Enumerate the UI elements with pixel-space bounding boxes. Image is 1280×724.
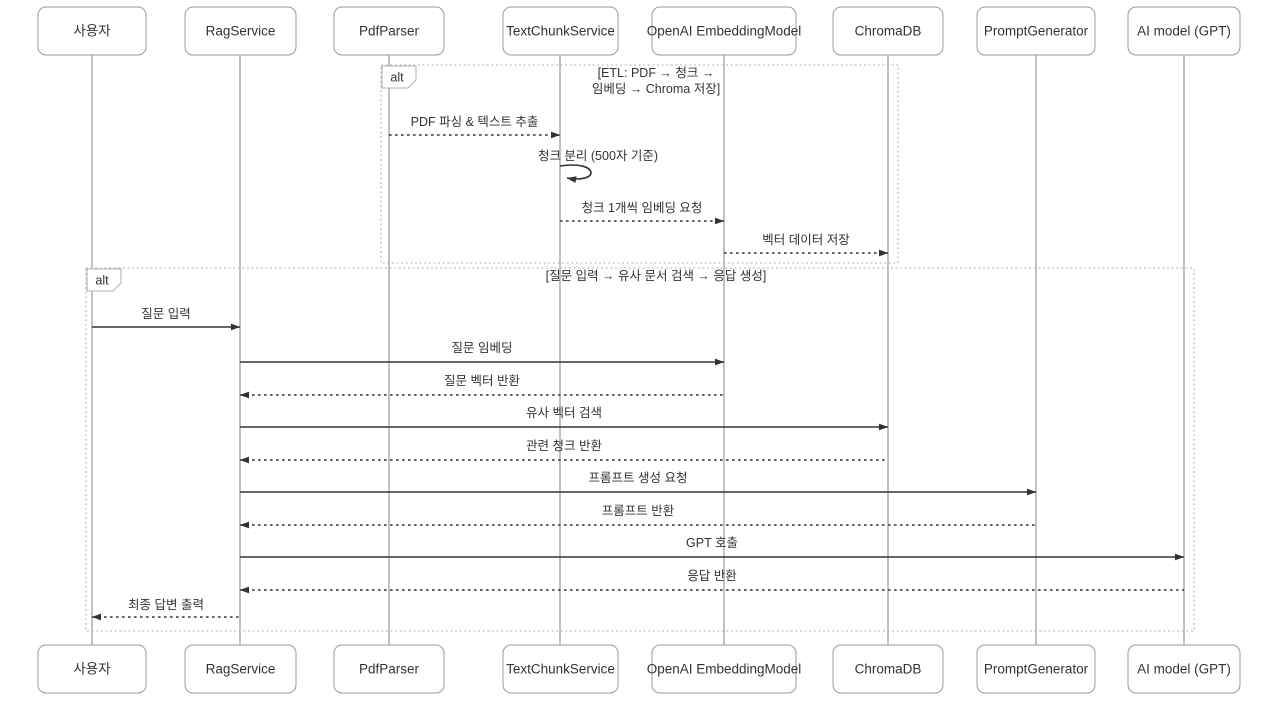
alt-frame-tag-label: alt: [95, 274, 109, 288]
participant-label-rag-top: RagService: [206, 24, 276, 39]
participant-box-pdf-top[interactable]: [333, 6, 445, 56]
participant-label-chroma-bottom: ChromaDB: [855, 662, 922, 677]
participant-box-rag-top[interactable]: [184, 6, 297, 56]
participant-box-chroma-top[interactable]: [832, 6, 944, 56]
participant-label-pdf-top: PdfParser: [359, 24, 420, 39]
message-label-m14: 최종 답변 출력: [128, 598, 204, 612]
participant-label-prompt-top: PromptGenerator: [984, 24, 1089, 39]
participants-bottom-group: 사용자 RagService PdfParser TextChunkService Op…: [37, 644, 1241, 694]
message-label-m2: 청크 분리 (500자 기준): [538, 149, 658, 163]
participant-box-gpt-bottom[interactable]: [1127, 644, 1241, 694]
participant-label-chroma-top: ChromaDB: [855, 24, 922, 39]
participant-box-chunk-bottom[interactable]: [502, 644, 619, 694]
alt-frame-condition: [질문 입력 → 유사 문서 검색 → 응답 생성]: [546, 269, 767, 283]
message-label-m10: 프롬프트 생성 요청: [589, 471, 688, 485]
alt-frame-condition: 임베딩 → Chroma 저장]: [592, 82, 720, 96]
participant-label-user-top: 사용자: [73, 24, 111, 39]
participants-top-group: 사용자 RagService PdfParser TextChunkService Op…: [37, 6, 1241, 56]
participant-label-chunk-top: TextChunkService: [506, 24, 615, 39]
participant-label-chunk-bottom: TextChunkService: [506, 662, 615, 677]
frames-group: alt [ETL: PDF → 청크 → 임베딩 → Chroma 저장] alt [질…: [85, 64, 1195, 632]
message-label-m5: 질문 입력: [141, 307, 190, 321]
message-label-m13: 응답 반환: [687, 569, 737, 583]
lifelines-group: [91, 55, 1185, 645]
message-label-m4: 벡터 데이터 저장: [762, 233, 850, 247]
message-label-m12: GPT 호출: [686, 536, 738, 550]
participant-box-rag-bottom[interactable]: [184, 644, 297, 694]
participant-box-gpt-top[interactable]: [1127, 6, 1241, 56]
participant-label-embed-bottom: OpenAI EmbeddingModel: [647, 662, 802, 677]
participant-label-rag-bottom: RagService: [206, 662, 276, 677]
alt-frame-tag-shape: [86, 268, 122, 292]
participant-box-embed-bottom[interactable]: [651, 644, 797, 694]
message-label-m11: 프롬프트 반환: [602, 504, 675, 518]
participant-box-user-bottom[interactable]: [37, 644, 147, 694]
message-label-m9: 관련 청크 반환: [526, 439, 602, 453]
participant-label-pdf-bottom: PdfParser: [359, 662, 420, 677]
participant-label-user-bottom: 사용자: [73, 662, 111, 677]
participant-label-gpt-bottom: AI model (GPT): [1137, 662, 1231, 677]
participant-box-pdf-bottom[interactable]: [333, 644, 445, 694]
message-label-m3: 청크 1개씩 임베딩 요청: [582, 201, 703, 215]
participant-box-embed-top[interactable]: [651, 6, 797, 56]
alt-frame-condition: [ETL: PDF → 청크 →: [598, 66, 715, 80]
participant-box-prompt-top[interactable]: [976, 6, 1096, 56]
participant-box-prompt-bottom[interactable]: [976, 644, 1096, 694]
participant-label-prompt-bottom: PromptGenerator: [984, 662, 1089, 677]
alt-frame-border: [380, 64, 899, 264]
participant-label-embed-top: OpenAI EmbeddingModel: [647, 24, 802, 39]
alt-frame-tag-label: alt: [390, 71, 404, 85]
message-label-m8: 유사 벡터 검색: [526, 406, 602, 420]
message-label-m7: 질문 벡터 반환: [444, 374, 520, 388]
alt-frame-border: [85, 267, 1195, 632]
participant-box-chroma-bottom[interactable]: [832, 644, 944, 694]
message-label-m1: PDF 파싱 & 텍스트 추출: [411, 115, 539, 129]
message-selfloop-m2: [559, 164, 592, 183]
message-label-m6: 질문 임베딩: [452, 341, 513, 355]
participant-box-chunk-top[interactable]: [502, 6, 619, 56]
participant-label-gpt-top: AI model (GPT): [1137, 24, 1231, 39]
alt-frame-tag-shape: [381, 65, 417, 89]
participant-box-user-top[interactable]: [37, 6, 147, 56]
